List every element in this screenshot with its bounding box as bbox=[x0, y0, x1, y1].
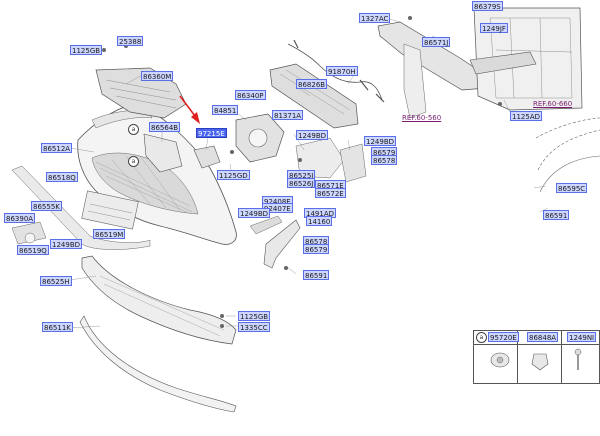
callout-86826b[interactable]: 86826B bbox=[296, 79, 328, 89]
callout-86572e[interactable]: 86572E bbox=[315, 188, 346, 198]
callout-81371a[interactable]: 81371A bbox=[272, 110, 304, 120]
callout-1125gb-lower[interactable]: 1125GB bbox=[238, 311, 271, 321]
callout-86390a[interactable]: 86390A bbox=[4, 213, 36, 223]
legend-icons bbox=[490, 348, 582, 371]
skid-plate-strip bbox=[79, 315, 237, 413]
legend-marker-a: a bbox=[476, 332, 487, 343]
callout-1249bd-upper[interactable]: 1249BD bbox=[296, 130, 329, 140]
legend-header-row bbox=[474, 331, 599, 345]
legend-col-3: 1249NI bbox=[562, 331, 600, 384]
legend-part-1249ni[interactable]: 1249NI bbox=[567, 332, 597, 342]
legend-col-2: 86848A bbox=[518, 331, 562, 384]
callout-86511k[interactable]: 86511K bbox=[42, 322, 73, 332]
upper-grille-ribs bbox=[105, 79, 177, 109]
legend-part-86848a[interactable]: 86848A bbox=[527, 332, 559, 342]
left-reflector bbox=[24, 232, 36, 244]
callout-86571j[interactable]: 86571J bbox=[422, 37, 451, 47]
fender-outline bbox=[535, 117, 600, 171]
callout-86518q[interactable]: 86518Q bbox=[46, 172, 78, 182]
absorber-ribs bbox=[279, 69, 351, 115]
marker-a-lower: a bbox=[128, 156, 139, 167]
callout-25388[interactable]: 25388 bbox=[117, 36, 144, 46]
lower-bumper-texture bbox=[99, 275, 225, 337]
callout-86526j[interactable]: 86526J bbox=[287, 178, 316, 188]
callout-14160[interactable]: 14160 bbox=[306, 216, 333, 226]
callout-1335cc[interactable]: 1335CC bbox=[238, 322, 270, 332]
callout-86578[interactable]: 86578 bbox=[371, 155, 398, 165]
fastener-legend-table: a 95720E 86848A 1249NI bbox=[473, 330, 600, 384]
callout-1249bd-left[interactable]: 1249BD bbox=[50, 239, 83, 249]
callout-1249jf[interactable]: 1249JF bbox=[480, 23, 508, 33]
callout-86591-right[interactable]: 86591 bbox=[543, 210, 570, 220]
plate-bracket-slots bbox=[87, 203, 133, 221]
callout-86555k[interactable]: 86555K bbox=[31, 201, 62, 211]
legend-col-1: a 95720E bbox=[474, 331, 519, 384]
wheel-arch bbox=[539, 155, 600, 193]
callout-86519m[interactable]: 86519M bbox=[93, 229, 126, 239]
lower-rail bbox=[469, 51, 537, 75]
side-molding-strip bbox=[249, 215, 283, 235]
callout-86525h[interactable]: 86525H bbox=[40, 276, 72, 286]
sensor-cover bbox=[193, 145, 221, 169]
harness-connectors bbox=[293, 39, 385, 103]
callout-86519q[interactable]: 86519Q bbox=[17, 245, 49, 255]
side-mount-bracket bbox=[403, 43, 427, 119]
callout-86591[interactable]: 86591 bbox=[303, 270, 330, 280]
fasteners bbox=[102, 16, 502, 328]
callout-1327ac[interactable]: 1327AC bbox=[359, 13, 391, 23]
marker-a-upper: a bbox=[128, 124, 139, 135]
callout-1125gd[interactable]: 1125GD bbox=[217, 170, 250, 180]
impact-absorber bbox=[269, 63, 359, 129]
front-bumper-beam bbox=[377, 21, 487, 91]
legend-part-95720e[interactable]: 95720E bbox=[488, 332, 519, 342]
callout-86595c[interactable]: 86595C bbox=[556, 183, 588, 193]
pointer-arrow bbox=[179, 95, 200, 124]
fog-lamp-lens bbox=[248, 128, 268, 148]
callout-86579-lower[interactable]: 86579 bbox=[303, 244, 330, 254]
callout-91870h[interactable]: 91870H bbox=[326, 66, 358, 76]
lower-bumper bbox=[81, 255, 237, 345]
callout-97215e[interactable]: 97215E bbox=[196, 128, 227, 138]
grille-mesh-pattern bbox=[95, 155, 193, 213]
callout-86564b[interactable]: 86564B bbox=[149, 122, 181, 132]
bumper-upper-bar bbox=[91, 110, 153, 129]
callout-86360m[interactable]: 86360M bbox=[141, 71, 174, 81]
lower-side-garnish bbox=[263, 219, 301, 269]
reference-link-60-560[interactable]: REF.60-560 bbox=[402, 114, 442, 122]
reference-link-60-660[interactable]: REF.60-660 bbox=[533, 100, 573, 108]
callout-1249bd-right[interactable]: 1249BD bbox=[364, 136, 397, 146]
callout-84851[interactable]: 84851 bbox=[212, 105, 239, 115]
callout-86379s[interactable]: 86379S bbox=[472, 1, 503, 11]
side-cover-piece bbox=[339, 143, 367, 183]
callout-1125ad[interactable]: 1125AD bbox=[510, 111, 542, 121]
callout-86512a[interactable]: 86512A bbox=[41, 143, 73, 153]
license-plate-bracket bbox=[81, 190, 139, 230]
callout-1125gb[interactable]: 1125GB bbox=[70, 45, 103, 55]
callout-86340p[interactable]: 86340P bbox=[235, 90, 266, 100]
emblem-bracket bbox=[143, 133, 183, 173]
callout-1249bd-mid[interactable]: 1249BD bbox=[238, 208, 271, 218]
wiring-harness bbox=[287, 43, 383, 101]
